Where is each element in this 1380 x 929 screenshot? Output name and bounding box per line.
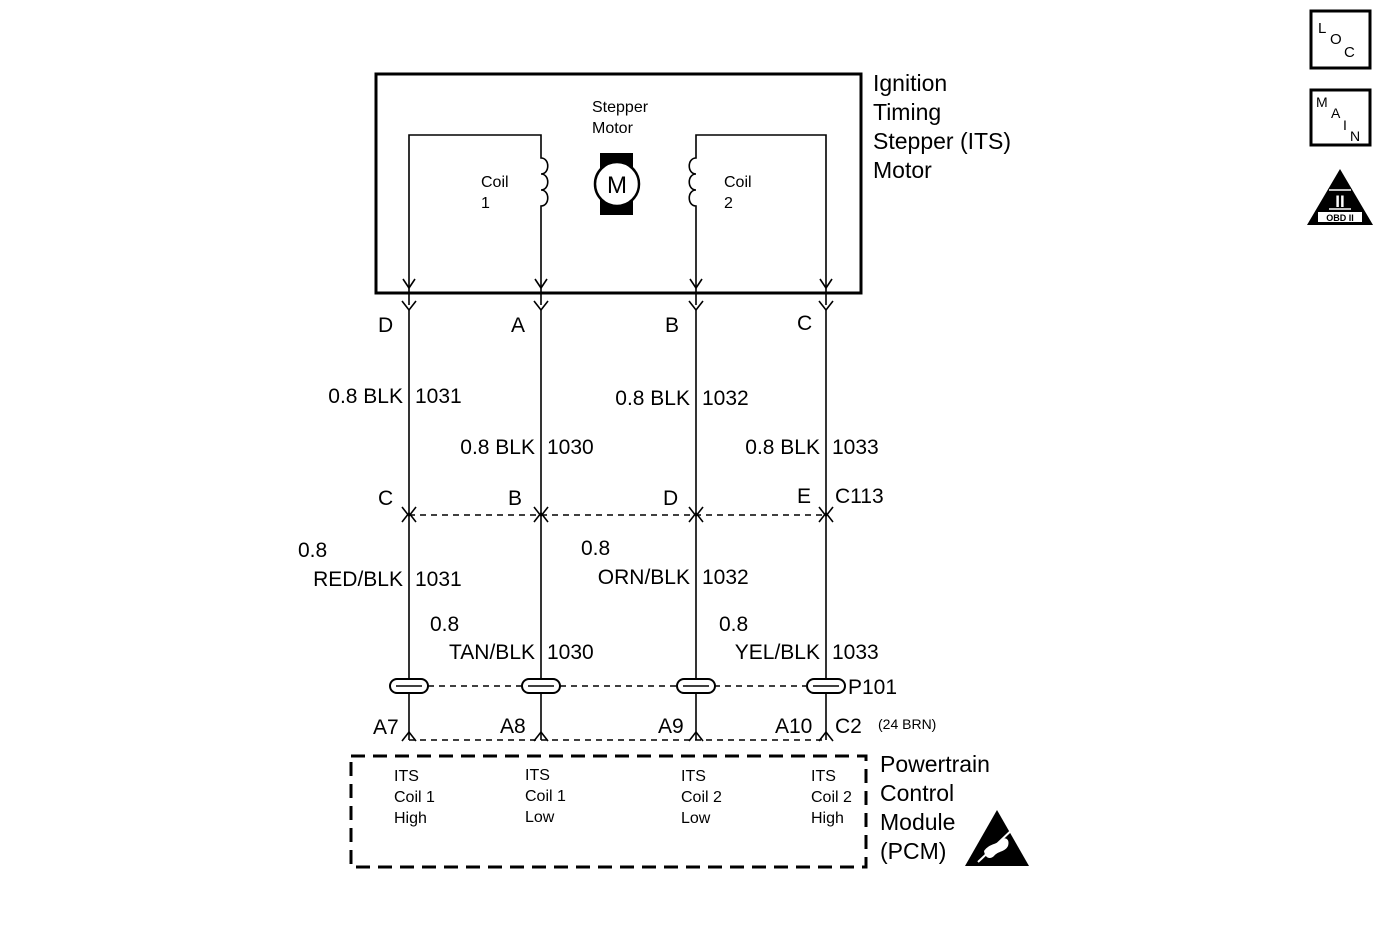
wire-1032-circuit: 1032 [702, 387, 749, 410]
pcm-pin-a10: A10 [775, 715, 812, 738]
c113-pin-c: C [378, 487, 393, 510]
obd-ii-icon[interactable]: II OBD II [1307, 169, 1373, 225]
its-motor-box [374, 72, 863, 295]
pcm-term-2-line-3: Low [525, 809, 555, 826]
pcm-term-1-line-3: High [394, 810, 427, 827]
motor-symbol: M [607, 172, 627, 199]
connector-p101: P101 [389, 676, 897, 699]
pcm-term-2-line-2: Coil 1 [525, 788, 566, 805]
wire-1033-lower-circuit: 1033 [832, 641, 879, 664]
stepper-motor-label-1: Stepper [592, 99, 649, 116]
coil-2-number: 2 [724, 195, 733, 212]
main-icon[interactable]: M A I N [1309, 88, 1372, 147]
top-connector: D A B C [378, 300, 834, 337]
wire-1031-circuit: 1031 [415, 385, 462, 408]
coil-1-label: Coil [481, 174, 509, 191]
pcm-title: Powertrain Control Module (PCM) [880, 751, 990, 864]
main-letter-a: A [1331, 105, 1341, 121]
pcm-connector-name: C2 [835, 715, 862, 738]
pcm-pin-a8: A8 [500, 715, 526, 738]
wire-1033-spec: 0.8 BLK [745, 436, 820, 459]
wire-1030-color: TAN/BLK [449, 641, 535, 664]
coil-1-number: 1 [481, 195, 490, 212]
esd-warning-icon [965, 810, 1029, 866]
pcm-term-3-line-3: Low [681, 810, 711, 827]
its-title-line-3: Stepper (ITS) [873, 128, 1011, 154]
motor-icon: M [593, 153, 641, 215]
p101-name: P101 [848, 676, 897, 699]
pcm-term-1-line-2: Coil 1 [394, 789, 435, 806]
its-title-line-2: Timing [873, 99, 941, 125]
wire-1033-circuit: 1033 [832, 436, 879, 459]
pcm-term-3-line-1: ITS [681, 768, 706, 785]
wire-1032-color: ORN/BLK [598, 566, 690, 589]
lower-wire-labels: 0.8 RED/BLK 1031 0.8 TAN/BLK 1030 0.8 OR… [298, 537, 879, 664]
pcm-connector-note: (24 BRN) [878, 716, 936, 732]
top-pin-a: A [511, 314, 525, 337]
coil-2-winding [688, 134, 827, 305]
pcm-term-3-line-2: Coil 2 [681, 789, 722, 806]
c113-pin-d: D [663, 487, 678, 510]
pcm-box [349, 754, 868, 869]
loc-letter-l: L [1318, 20, 1326, 37]
pcm-title-line-2: Control [880, 780, 954, 806]
upper-wire-labels: 0.8 BLK 1031 0.8 BLK 1030 0.8 BLK 1032 0… [328, 385, 878, 459]
internal-arrows [402, 278, 833, 290]
loc-icon[interactable]: L O C [1309, 9, 1372, 70]
wire-1031-size: 0.8 [298, 539, 327, 562]
pcm-pin-a9: A9 [658, 715, 684, 738]
pcm-title-line-3: Module [880, 809, 955, 835]
pcm-pin-a7: A7 [373, 716, 399, 739]
pcm-term-4-line-2: Coil 2 [811, 789, 852, 806]
wire-1031-color: RED/BLK [313, 568, 403, 591]
loc-letter-o: O [1330, 31, 1342, 48]
c113-name: C113 [835, 485, 884, 508]
wire-1033-size: 0.8 [719, 613, 748, 636]
upper-wire-lines [408, 310, 827, 515]
top-pin-d: D [378, 314, 393, 337]
pcm-term-1-line-1: ITS [394, 768, 419, 785]
c113-pin-e: E [797, 485, 811, 508]
wire-1031-spec: 0.8 BLK [328, 385, 403, 408]
c113-pin-b: B [508, 487, 522, 510]
main-letter-n: N [1350, 128, 1360, 144]
wire-1030-lower-circuit: 1030 [547, 641, 594, 664]
wire-1030-circuit: 1030 [547, 436, 594, 459]
its-title-line-1: Ignition [873, 70, 947, 96]
pcm-title-line-4: (PCM) [880, 838, 946, 864]
top-pin-b: B [665, 314, 679, 337]
pcm-term-4-line-3: High [811, 810, 844, 827]
coil-2-label: Coil [724, 174, 752, 191]
connector-c113: C B D E C113 [378, 485, 884, 523]
wire-1032-spec: 0.8 BLK [615, 387, 690, 410]
obd-label: OBD II [1326, 213, 1354, 223]
pcm-terminals: ITS Coil 1 High ITS Coil 1 Low ITS Coil … [394, 767, 852, 827]
obd-symbol: II [1335, 192, 1344, 211]
pcm-term-4-line-1: ITS [811, 768, 836, 785]
its-title-line-4: Motor [873, 157, 932, 183]
coil-1-winding [408, 134, 549, 305]
main-letter-m: M [1316, 94, 1328, 110]
pcm-term-2-line-1: ITS [525, 767, 550, 784]
lower-wire-lines [408, 515, 827, 740]
loc-letter-c: C [1344, 44, 1355, 61]
pcm-connector: A7 A8 A9 A10 C2 (24 BRN) [373, 715, 936, 742]
wire-1032-size: 0.8 [581, 537, 610, 560]
main-letter-i: I [1343, 117, 1347, 133]
pcm-title-line-1: Powertrain [880, 751, 990, 777]
wire-1032-lower-circuit: 1032 [702, 566, 749, 589]
wire-1030-spec: 0.8 BLK [460, 436, 535, 459]
stepper-motor-label-2: Motor [592, 120, 634, 137]
wire-1033-color: YEL/BLK [735, 641, 820, 664]
wire-1030-size: 0.8 [430, 613, 459, 636]
its-motor-title: Ignition Timing Stepper (ITS) Motor [873, 70, 1011, 183]
top-pin-c: C [797, 312, 812, 335]
wire-1031-lower-circuit: 1031 [415, 568, 462, 591]
